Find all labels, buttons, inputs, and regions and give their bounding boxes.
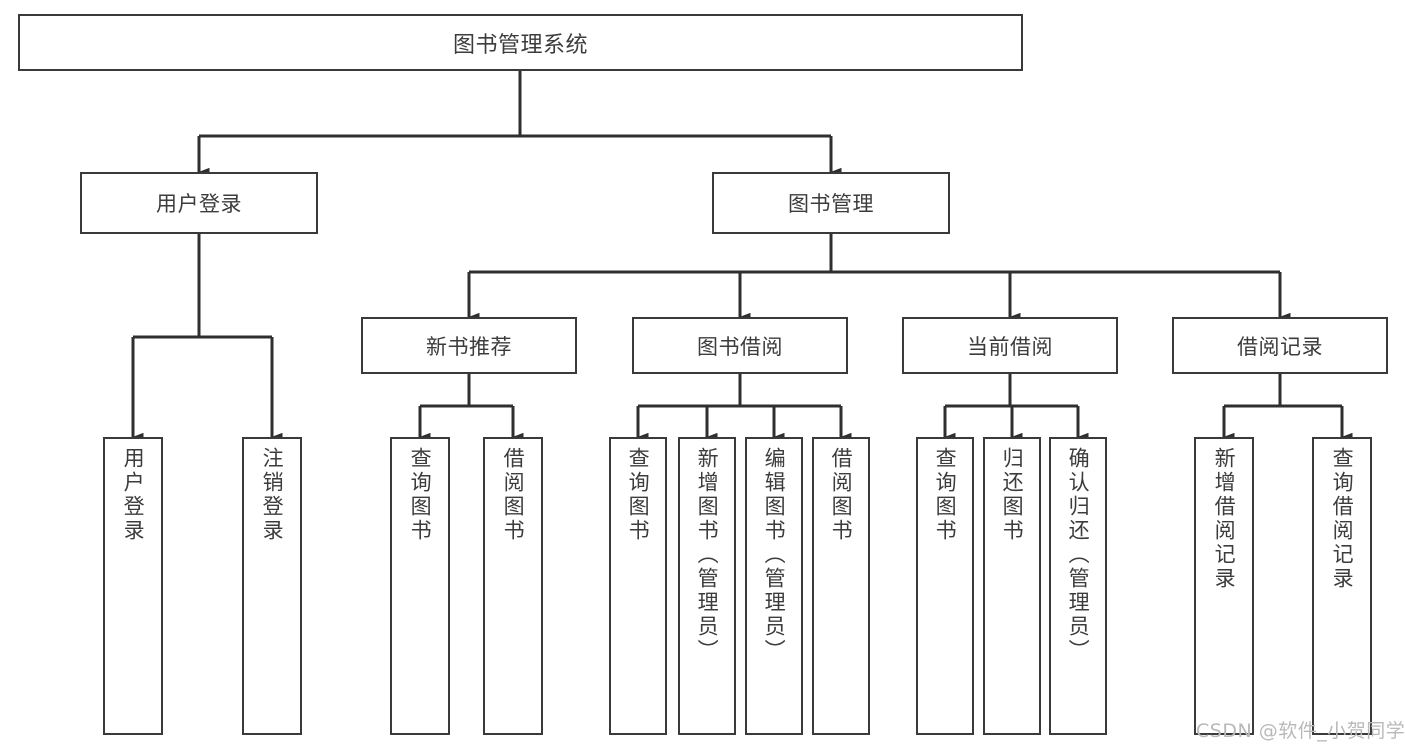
node-label: 新增借阅记录	[1212, 447, 1237, 591]
node-leaf-borrow-book-1[interactable]: 借阅图书	[483, 437, 543, 735]
node-label: 图书管理	[788, 192, 874, 216]
node-label: 新书推荐	[426, 334, 512, 359]
node-new-book-recommend[interactable]: 新书推荐	[361, 317, 577, 374]
node-leaf-borrow-book-2[interactable]: 借阅图书	[812, 437, 870, 735]
node-label: 用户登录	[121, 447, 146, 543]
node-leaf-edit-book[interactable]: 编辑图书（管理员）	[745, 437, 803, 735]
node-leaf-query-borrow-record[interactable]: 查询借阅记录	[1312, 437, 1372, 735]
node-leaf-add-book[interactable]: 新增图书（管理员）	[678, 437, 736, 735]
node-leaf-query-book-2[interactable]: 查询图书	[609, 437, 667, 735]
node-leaf-user-login[interactable]: 用户登录	[103, 437, 163, 735]
csdn-watermark: CSDN @软件_小贺同学	[1196, 720, 1405, 742]
node-label: 查询图书	[933, 447, 958, 543]
node-label: 新增图书（管理员）	[695, 447, 720, 663]
node-label: 图书管理系统	[452, 32, 588, 58]
node-leaf-logout[interactable]: 注销登录	[242, 437, 302, 735]
node-leaf-query-book-3[interactable]: 查询图书	[916, 437, 974, 735]
node-label: 查询图书	[408, 447, 433, 543]
node-root-system[interactable]: 图书管理系统	[18, 14, 1023, 71]
node-leaf-confirm-return[interactable]: 确认归还（管理员）	[1049, 437, 1107, 735]
node-label: 查询图书	[626, 447, 651, 543]
node-current-borrow[interactable]: 当前借阅	[902, 317, 1118, 374]
node-borrow-record[interactable]: 借阅记录	[1172, 317, 1388, 374]
node-label: 用户登录	[156, 192, 242, 216]
node-book-borrow[interactable]: 图书借阅	[632, 317, 848, 374]
node-label: 借阅图书	[829, 447, 854, 543]
node-label: 当前借阅	[967, 334, 1053, 359]
node-leaf-query-book-1[interactable]: 查询图书	[390, 437, 450, 735]
node-label: 借阅图书	[501, 447, 526, 543]
node-leaf-return-book[interactable]: 归还图书	[983, 437, 1041, 735]
node-leaf-add-borrow-record[interactable]: 新增借阅记录	[1194, 437, 1254, 735]
node-label: 图书借阅	[697, 334, 783, 359]
node-label: 编辑图书（管理员）	[762, 447, 787, 663]
node-label: 归还图书	[1000, 447, 1025, 543]
node-label: 借阅记录	[1237, 334, 1323, 359]
node-label: 确认归还（管理员）	[1066, 447, 1091, 663]
node-label: 查询借阅记录	[1330, 447, 1355, 591]
node-user-login[interactable]: 用户登录	[80, 172, 318, 234]
node-label: 注销登录	[260, 447, 285, 543]
node-book-manage[interactable]: 图书管理	[712, 172, 950, 234]
